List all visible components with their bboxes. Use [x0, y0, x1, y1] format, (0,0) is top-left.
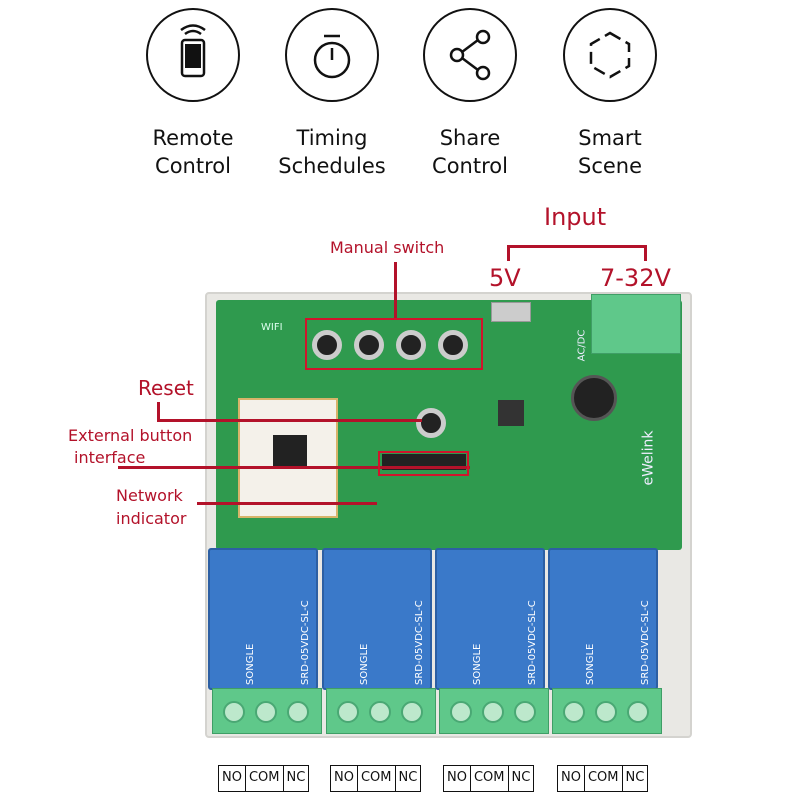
5v-label: 5V — [489, 264, 521, 292]
external-button-label: External button interface — [68, 425, 192, 469]
input-bracket — [507, 245, 647, 248]
manual-switch-3[interactable] — [396, 330, 426, 360]
terminal-block-4 — [552, 688, 662, 734]
relay-1: SRD-05VDC-SL-C SONGLE — [208, 548, 318, 690]
pin-com: COM — [471, 766, 509, 791]
relay-brand: SONGLE — [585, 643, 596, 685]
stopwatch-icon — [285, 8, 379, 102]
input-bracket-left — [507, 245, 510, 261]
ewelink-silk: eWelink — [640, 430, 657, 486]
7-32v-label: 7-32V — [600, 264, 671, 292]
relay-model: SRD-05VDC-SL-C — [414, 600, 425, 685]
pin-com: COM — [358, 766, 396, 791]
usb-port — [491, 302, 531, 322]
pin-no: NO — [331, 766, 358, 791]
external-button-label-line1: External button — [68, 426, 193, 445]
relay-2: SRD-05VDC-SL-C SONGLE — [322, 548, 432, 690]
pin-no: NO — [558, 766, 585, 791]
network-indicator-line1: Network — [116, 486, 183, 505]
reset-line-v — [157, 402, 160, 421]
network-indicator-line — [197, 502, 377, 505]
network-indicator-line2: indicator — [116, 509, 187, 528]
relay-model: SRD-05VDC-SL-C — [640, 600, 651, 685]
feature-subtitle: Schedules — [278, 154, 386, 178]
external-button-line — [118, 466, 470, 469]
network-indicator-label: Network indicator — [116, 484, 186, 530]
external-button-label-line2: interface — [74, 448, 146, 467]
relay-brand: SONGLE — [472, 643, 483, 685]
input-bracket-right — [644, 245, 647, 261]
share-icon — [423, 8, 517, 102]
relay-4: SRD-05VDC-SL-C SONGLE — [548, 548, 658, 690]
manual-switch-highlight — [305, 318, 483, 370]
feature-title: Smart — [578, 126, 642, 150]
relay-model: SRD-05VDC-SL-C — [527, 600, 538, 685]
inductor — [498, 400, 524, 426]
acdc-silk: AC/DC — [576, 329, 588, 362]
relay-brand: SONGLE — [245, 643, 256, 685]
manual-switch-line — [394, 262, 397, 318]
manual-switch-2[interactable] — [354, 330, 384, 360]
pin-nc: NC — [286, 770, 306, 785]
pin-nc: NC — [625, 770, 645, 785]
pcb-board: WIFI eWelink AC/DC — [216, 294, 682, 550]
capacitor — [571, 375, 617, 421]
pin-no: NO — [444, 766, 471, 791]
feature-title: Share — [439, 126, 501, 150]
external-button-highlight — [378, 451, 469, 476]
manual-switch-4[interactable] — [438, 330, 468, 360]
feature-subtitle: Scene — [577, 154, 643, 178]
pin-nc: NC — [511, 770, 531, 785]
relay-3: SRD-05VDC-SL-C SONGLE — [435, 548, 545, 690]
pin-com: COM — [585, 766, 623, 791]
reset-button[interactable] — [416, 408, 446, 438]
hexagon-scene-icon — [563, 8, 657, 102]
feature-title: Remote — [152, 126, 234, 150]
relay-brand: SONGLE — [359, 643, 370, 685]
terminal-block-2 — [326, 688, 436, 734]
pin-nc: NC — [398, 770, 418, 785]
terminal-block-1 — [212, 688, 322, 734]
phone-wifi-icon — [146, 8, 240, 102]
reset-line-h — [157, 419, 422, 422]
pin-no: NO — [219, 766, 246, 791]
feature-title: Timing — [296, 126, 368, 150]
manual-switch-1[interactable] — [312, 330, 342, 360]
feature-subtitle: Control — [155, 154, 231, 178]
pin-com: COM — [246, 766, 284, 791]
screw-terminal-input — [591, 294, 681, 354]
feature-subtitle: Control — [432, 154, 508, 178]
wifi-silk: WIFI — [261, 322, 283, 333]
relay-model: SRD-05VDC-SL-C — [300, 600, 311, 685]
chip — [273, 435, 307, 469]
manual-switch-label: Manual switch — [330, 238, 445, 257]
input-label: Input — [544, 203, 607, 231]
reset-label: Reset — [138, 376, 194, 400]
terminal-block-3 — [439, 688, 549, 734]
